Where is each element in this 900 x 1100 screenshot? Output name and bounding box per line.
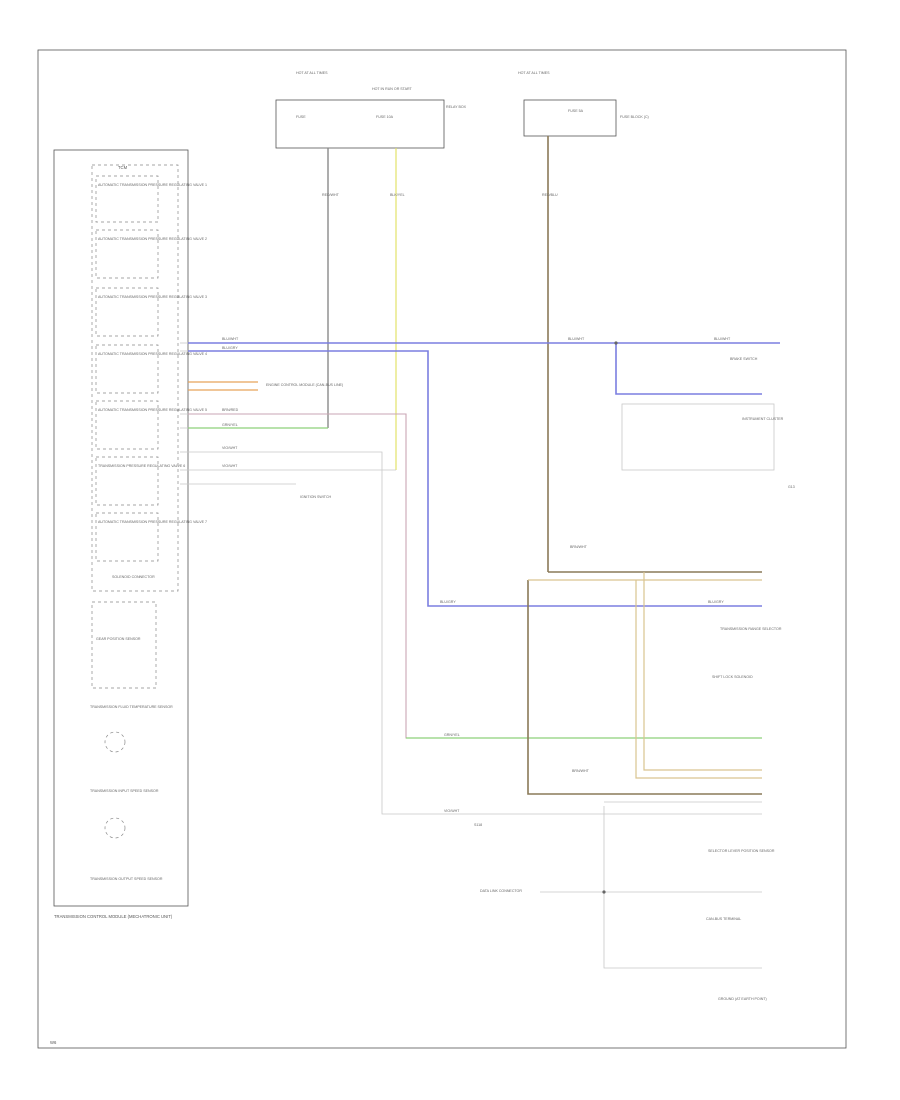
svg-text:BRN/RED: BRN/RED xyxy=(222,408,239,412)
svg-text:BLU/WHT: BLU/WHT xyxy=(568,337,585,341)
svg-text:HOT IN RUN OR START: HOT IN RUN OR START xyxy=(372,87,413,91)
instrument-cluster: INSTRUMENT CLUSTER xyxy=(621,403,784,471)
svg-text:DATA LINK CONNECTOR: DATA LINK CONNECTOR xyxy=(480,889,522,893)
svg-text:VIO/WHT: VIO/WHT xyxy=(444,809,460,813)
svg-text:SELECTOR LEVER POSITION SENSOR: SELECTOR LEVER POSITION SENSOR xyxy=(708,849,775,853)
gear-position-sensor: GEAR POSITION SENSOR xyxy=(91,601,157,689)
svg-text:FUSE 5A: FUSE 5A xyxy=(568,109,584,113)
svg-text:RED/WHT: RED/WHT xyxy=(322,193,340,197)
svg-text:IGNITION SWITCH: IGNITION SWITCH xyxy=(300,495,332,499)
tcm-bottom-label: TRANSMISSION CONTROL MODULE (MECHATRONIC… xyxy=(54,914,173,919)
svg-text:FUSE BLOCK (C): FUSE BLOCK (C) xyxy=(620,115,649,119)
svg-text:BRAKE SWITCH: BRAKE SWITCH xyxy=(730,357,758,361)
input-speed-sensor: TRANSMISSION INPUT SPEED SENSOR xyxy=(90,789,159,839)
solenoid-4: AUTOMATIC TRANSMISSION PRESSURE REGULATI… xyxy=(95,344,207,394)
svg-text:HOT AT ALL TIMES: HOT AT ALL TIMES xyxy=(518,71,550,75)
svg-text:VIO/WHT: VIO/WHT xyxy=(222,446,238,450)
wire-harness-tan-1 xyxy=(527,580,762,795)
solenoid-6: TRANSMISSION PRESSURE REGULATING VALVE 6 xyxy=(95,456,185,506)
svg-text:RELAY BOX: RELAY BOX xyxy=(446,105,467,109)
svg-text:GRN/YEL: GRN/YEL xyxy=(444,733,460,737)
svg-text:INSTRUMENT CLUSTER: INSTRUMENT CLUSTER xyxy=(742,417,784,421)
svg-text:BLU/GRY: BLU/GRY xyxy=(222,346,238,350)
wire-lower-2 xyxy=(603,806,762,969)
svg-text:SHIFT LOCK SOLENOID: SHIFT LOCK SOLENOID xyxy=(712,675,753,679)
tcm-module: TCM AUTOMATIC TRANSMISSION PRESSURE REGU… xyxy=(53,149,207,919)
corner-code: W6 xyxy=(50,1040,57,1045)
svg-text:FUSE: FUSE xyxy=(296,115,306,119)
svg-text:AUTOMATIC TRANSMISSION PRESSUR: AUTOMATIC TRANSMISSION PRESSURE REGULATI… xyxy=(98,295,207,299)
svg-text:FUSE 10A: FUSE 10A xyxy=(376,115,394,119)
wire-thin-1 xyxy=(188,451,762,815)
svg-text:HOT AT ALL TIMES: HOT AT ALL TIMES xyxy=(296,71,328,75)
svg-text:TRANSMISSION RANGE SELECTOR: TRANSMISSION RANGE SELECTOR xyxy=(720,627,782,631)
svg-text:GROUND (AT EARTH POINT): GROUND (AT EARTH POINT) xyxy=(718,997,767,1001)
fuse-box-left: HOT AT ALL TIMES FUSE HOT IN RUN OR STAR… xyxy=(275,71,467,149)
wire-harness-tan-4 xyxy=(643,572,762,771)
fuse-box-right: HOT AT ALL TIMES FUSE 5A FUSE BLOCK (C) xyxy=(518,71,649,137)
wire-harness-tan-3 xyxy=(635,580,762,779)
solenoid-2: AUTOMATIC TRANSMISSION PRESSURE REGULATI… xyxy=(95,229,207,279)
solenoid-3: AUTOMATIC TRANSMISSION PRESSURE REGULATI… xyxy=(95,287,207,337)
svg-text:AUTOMATIC TRANSMISSION PRESSUR: AUTOMATIC TRANSMISSION PRESSURE REGULATI… xyxy=(98,183,207,187)
svg-text:AUTOMATIC TRANSMISSION PRESSUR: AUTOMATIC TRANSMISSION PRESSURE REGULATI… xyxy=(98,237,207,241)
svg-text:BLU/WHT: BLU/WHT xyxy=(714,337,731,341)
wire-can-low xyxy=(188,350,762,607)
svg-text:TRANSMISSION INPUT SPEED SENSO: TRANSMISSION INPUT SPEED SENSOR xyxy=(90,789,159,793)
svg-text:S118: S118 xyxy=(474,823,482,827)
svg-text:TRANSMISSION PRESSURE REGULATI: TRANSMISSION PRESSURE REGULATING VALVE 6 xyxy=(98,464,185,468)
tcm-pin-ticks xyxy=(180,342,188,485)
solenoid-5: AUTOMATIC TRANSMISSION PRESSURE REGULATI… xyxy=(95,400,207,450)
output-speed-sensor: TRANSMISSION OUTPUT SPEED SENSOR xyxy=(90,877,163,881)
svg-text:GRN/YEL: GRN/YEL xyxy=(222,423,238,427)
diagram-frame xyxy=(37,49,847,1049)
svg-text:BRN/WHT: BRN/WHT xyxy=(570,545,588,549)
svg-text:BLU/GRY: BLU/GRY xyxy=(440,600,456,604)
svg-text:BLU/GRY: BLU/GRY xyxy=(708,600,724,604)
wire-can-branch xyxy=(615,343,762,395)
svg-text:GEAR POSITION SENSOR: GEAR POSITION SENSOR xyxy=(96,637,141,641)
brake-switch: BRAKE SWITCH xyxy=(730,357,758,361)
svg-text:VIO/WHT: VIO/WHT xyxy=(222,464,238,468)
svg-text:CAN-BUS TERMINAL: CAN-BUS TERMINAL xyxy=(706,917,741,921)
svg-text:BRN/WHT: BRN/WHT xyxy=(572,769,590,773)
solenoid-connector-label: SOLENOID CONNECTOR xyxy=(112,575,155,579)
svg-text:RED/BLU: RED/BLU xyxy=(542,193,558,197)
svg-text:BLK/YEL: BLK/YEL xyxy=(390,193,405,197)
svg-text:ENGINE CONTROL MODULE (CAN-BUS: ENGINE CONTROL MODULE (CAN-BUS LINE) xyxy=(266,383,343,387)
svg-text:AUTOMATIC TRANSMISSION PRESSUR: AUTOMATIC TRANSMISSION PRESSURE REGULATI… xyxy=(98,408,207,412)
ground-point: G13 xyxy=(788,485,795,489)
gear-selector: TRANSMISSION RANGE SELECTOR SHIFT LOCK S… xyxy=(712,627,782,679)
svg-text:TRANSMISSION FLUID TEMPERATURE: TRANSMISSION FLUID TEMPERATURE SENSOR xyxy=(90,705,173,709)
wire-brown xyxy=(188,413,762,739)
solenoid-7: AUTOMATIC TRANSMISSION PRESSURE REGULATI… xyxy=(95,512,207,562)
svg-text:AUTOMATIC TRANSMISSION PRESSUR: AUTOMATIC TRANSMISSION PRESSURE REGULATI… xyxy=(98,352,207,356)
tcm-title: TCM xyxy=(118,165,128,170)
svg-text:AUTOMATIC TRANSMISSION PRESSUR: AUTOMATIC TRANSMISSION PRESSURE REGULATI… xyxy=(98,520,207,524)
fluid-temp-sensor: TRANSMISSION FLUID TEMPERATURE SENSOR xyxy=(90,705,173,753)
svg-text:TRANSMISSION OUTPUT SPEED SENS: TRANSMISSION OUTPUT SPEED SENSOR xyxy=(90,877,163,881)
svg-text:BLU/WHT: BLU/WHT xyxy=(222,337,239,341)
solenoid-1: AUTOMATIC TRANSMISSION PRESSURE REGULATI… xyxy=(95,175,207,223)
